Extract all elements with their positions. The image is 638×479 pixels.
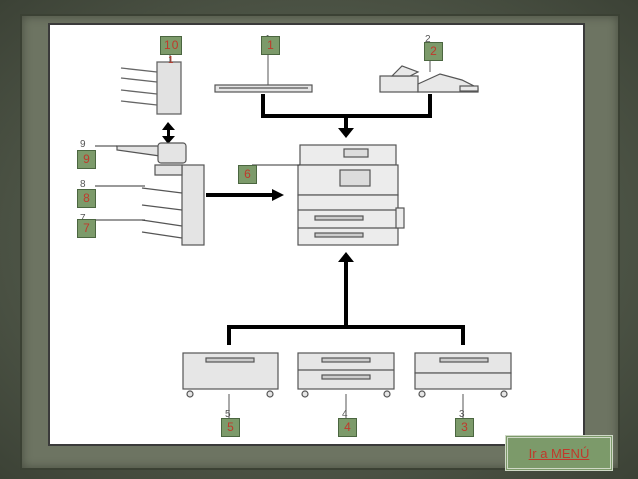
small-number-5: 5 — [225, 409, 231, 420]
right-arrow-head — [272, 189, 284, 201]
arrow-heads — [272, 128, 354, 262]
top-bracket-line — [261, 94, 432, 118]
small-number-4: 4 — [342, 409, 348, 420]
label-10-overflow: 1 — [168, 55, 174, 66]
small-number-7: 7 — [80, 214, 86, 224]
small-number-8: 8 — [80, 179, 86, 190]
label-9: 9 — [77, 150, 96, 169]
small-number-9: 9 — [80, 139, 86, 150]
document-feeder — [379, 65, 479, 93]
label-5: 5 — [221, 418, 240, 437]
double-arrow — [162, 122, 175, 144]
cabinet-3 — [414, 352, 512, 398]
connector-lines — [206, 94, 465, 345]
bottom-bracket-line — [227, 325, 465, 345]
cabinet-4 — [297, 352, 395, 398]
go-to-menu-button[interactable]: Ir a MENÚ — [505, 435, 613, 471]
label-3: 3 — [455, 418, 474, 437]
label-4: 4 — [338, 418, 357, 437]
label-2: 2 — [424, 42, 443, 61]
platen-cover — [214, 84, 313, 93]
small-number-3: 3 — [459, 409, 465, 420]
up-arrow-head — [338, 252, 354, 262]
tray-unit-top — [120, 61, 182, 115]
small-number-2: 2 — [425, 34, 431, 45]
finisher — [116, 142, 205, 246]
label-10-line1: 1 — [164, 38, 171, 52]
cabinet-5 — [182, 352, 279, 398]
label-8: 8 — [77, 189, 96, 208]
go-to-menu-label: Ir a MENÚ — [528, 445, 590, 461]
label-10: 10 — [160, 36, 183, 55]
label-6: 6 — [238, 165, 257, 184]
down-arrow-head — [338, 128, 354, 138]
label-1: 1 — [261, 36, 280, 55]
label-7: 7 — [77, 219, 96, 238]
label-10-line2: 0 — [171, 38, 179, 52]
main-copier — [297, 144, 405, 246]
